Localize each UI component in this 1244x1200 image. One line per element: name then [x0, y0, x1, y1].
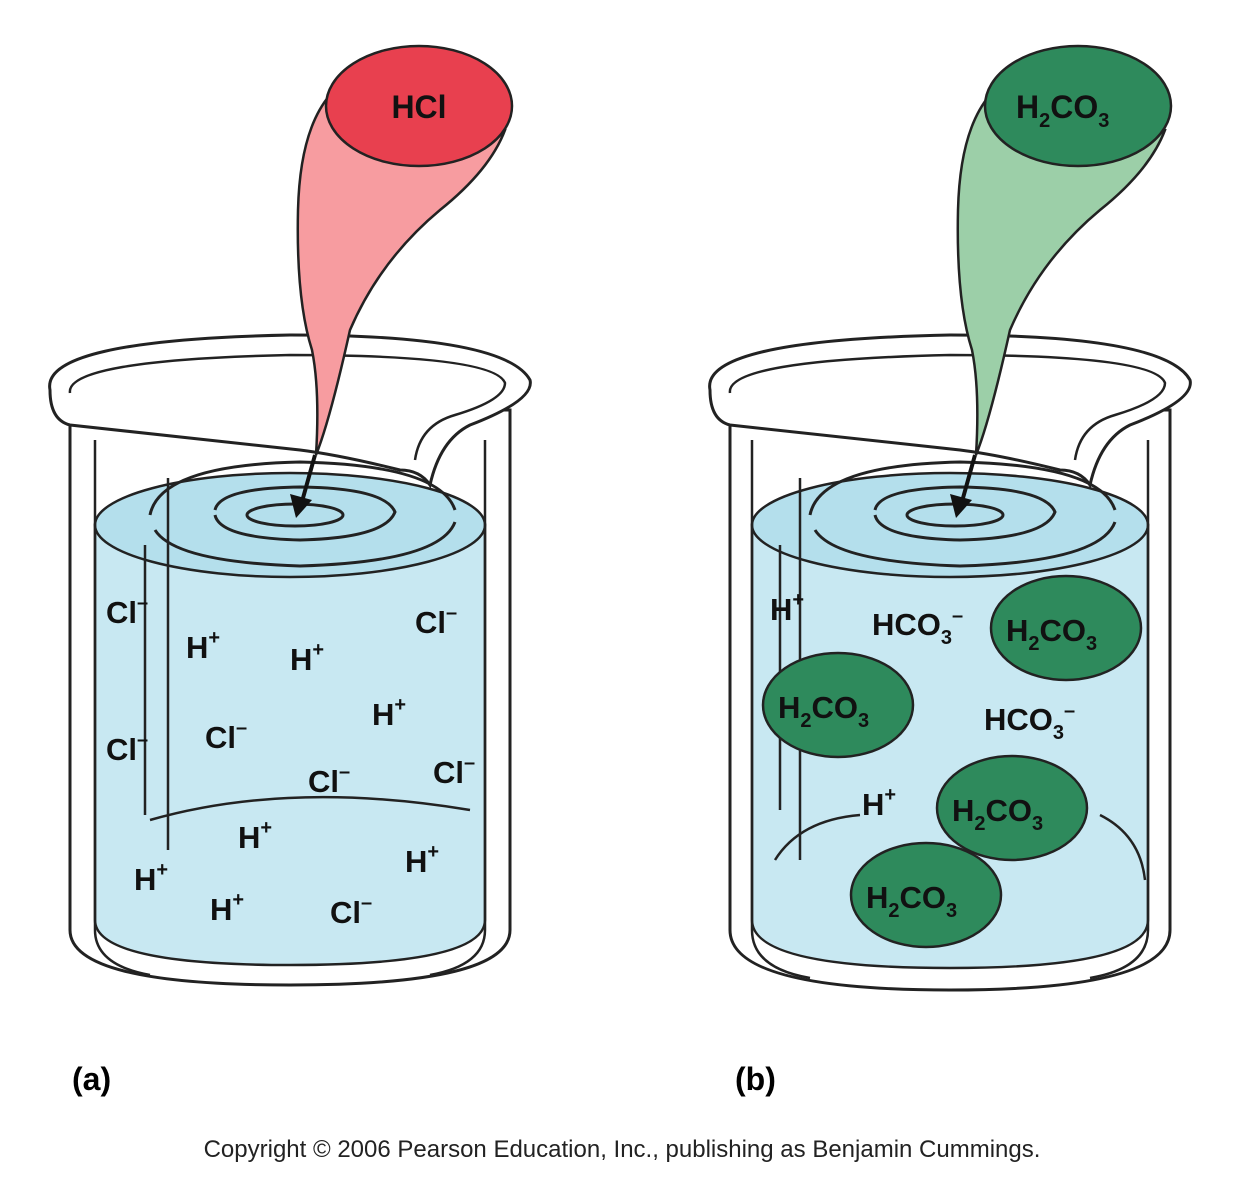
ion-h: H+ [186, 627, 220, 665]
ion-cl: Cl– [106, 592, 148, 630]
h2co3-flask: H2CO3 [950, 44, 1173, 518]
hcl-flask: HCl [290, 44, 514, 518]
ion-cl: Cl– [308, 761, 350, 799]
ion-cl: Cl– [330, 892, 372, 930]
molecules-b: H2CO3 H2CO3 H2CO3 H2CO3 HCO3– HCO3– H+ H… [761, 574, 1143, 949]
solution-a-liquid [93, 523, 487, 967]
h2co3-flask-tail [956, 93, 1167, 456]
solution-b-bottom-curve-right [1099, 813, 1147, 881]
h2co3-arrow-head [950, 494, 972, 518]
beaker-b-rim [708, 333, 1192, 489]
panel-b: H2CO3 H2CO3 H2CO3 H2CO3 H2CO3 HC [708, 44, 1192, 1097]
beaker-b-rim-inner [728, 353, 1167, 461]
ion-h: H+ [238, 817, 272, 855]
panel-a-label: (a) [72, 1061, 111, 1097]
solution-b-bottom-curve [773, 813, 861, 861]
beaker-b-inner-wall-right [1089, 440, 1150, 980]
ion-cl: Cl– [205, 717, 247, 755]
hcl-flask-tail [296, 93, 507, 456]
ion-h: H+ [134, 859, 168, 897]
h2co3-molecule: H2CO3 [989, 574, 1143, 682]
ion-cl: Cl– [433, 752, 475, 790]
h2co3-arrow-shaft [961, 454, 977, 499]
h2co3-molecule: H2CO3 [935, 754, 1089, 862]
svg-text:H2CO3: H2CO3 [1006, 613, 1097, 655]
svg-text:H2CO3: H2CO3 [866, 880, 957, 922]
ion-h: H+ [290, 639, 324, 677]
ion-h: H+ [862, 784, 896, 822]
ion-h: H+ [210, 889, 244, 927]
ion-hco3: HCO3– [984, 700, 1075, 744]
copyright-notice: Copyright © 2006 Pearson Education, Inc.… [204, 1136, 1041, 1163]
panel-b-label: (b) [735, 1061, 776, 1097]
svg-text:H2CO3: H2CO3 [952, 793, 1043, 835]
beaker-a-rim-inner [68, 353, 507, 461]
hcl-arrow-head [290, 494, 312, 518]
ion-cl: Cl– [106, 729, 148, 767]
hcl-label: HCl [391, 89, 446, 125]
panel-a: HCl Cl– Cl– Cl– Cl– Cl– Cl– Cl– H+ H+ H+… [48, 44, 532, 1097]
ion-h: H+ [372, 694, 406, 732]
h2co3-molecule: H2CO3 [849, 841, 1003, 949]
hcl-flask-mouth [324, 44, 514, 168]
ions-a: Cl– Cl– Cl– Cl– Cl– Cl– Cl– H+ H+ H+ H+ … [106, 592, 475, 930]
solution-a-bottom-curve [149, 795, 471, 822]
h2co3-molecule: H2CO3 [761, 651, 915, 759]
ion-h: H+ [770, 589, 804, 627]
ion-cl: Cl– [415, 602, 457, 640]
ion-hco3: HCO3– [872, 605, 963, 649]
svg-text:H2CO3: H2CO3 [778, 690, 869, 732]
beaker-b-inner-wall [750, 440, 811, 980]
beaker-a-rim [48, 333, 532, 489]
h2co3-flask-label: H2CO3 [1016, 89, 1109, 132]
ion-h: H+ [405, 841, 439, 879]
ripples-b [808, 460, 1117, 568]
beaker-a-inner-wall [93, 440, 151, 977]
h2co3-flask-mouth [983, 44, 1173, 168]
hcl-arrow-shaft [301, 454, 317, 499]
beaker-a-inner-wall-right [429, 440, 487, 977]
